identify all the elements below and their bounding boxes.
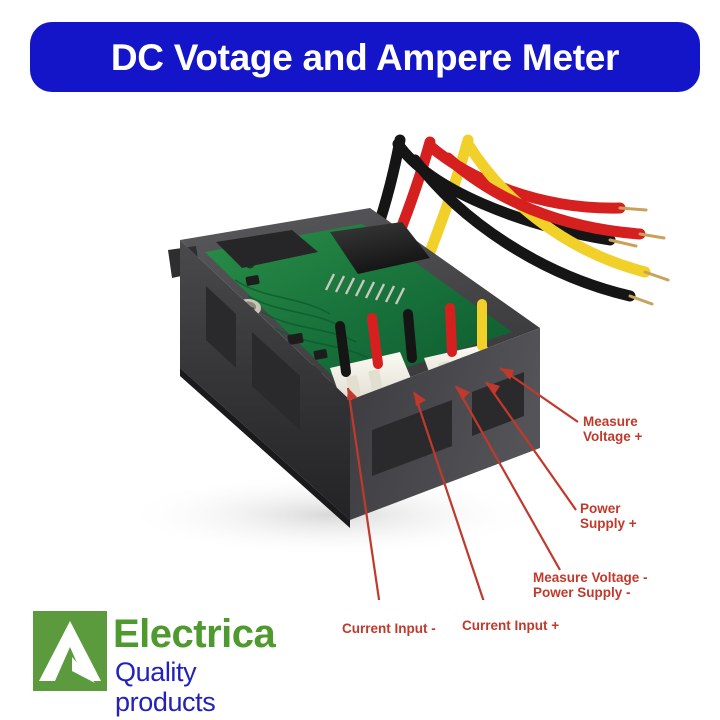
callout-line: Power Supply - (533, 585, 631, 600)
housing-front-recesses (206, 286, 300, 430)
ic-pins (324, 273, 406, 305)
callout-line: Voltage + (583, 429, 643, 444)
logo-tagline: Quality products (115, 657, 216, 717)
callout-line: Current Input + (462, 618, 560, 633)
housing-bottom-edge (180, 368, 350, 528)
callout-current-input-minus: Current Input - (342, 621, 436, 636)
callout-measure-voltage-plus: Measure Voltage + (583, 414, 642, 444)
callout-current-input-plus: Current Input + (462, 618, 559, 633)
housing-right-recesses (372, 372, 524, 476)
arrow-measure-voltage-plus (499, 367, 579, 423)
arrow-power-supply-plus (485, 381, 577, 511)
callout-line: Measure (583, 414, 638, 429)
product-photo-svg (120, 134, 670, 621)
callout-arrows (346, 367, 579, 621)
callout-line: Supply + (580, 516, 637, 531)
wire-black-fan-2 (409, 154, 636, 302)
connector-wire-stubs (335, 299, 487, 377)
page-title: DC Votage and Ampere Meter (110, 36, 620, 78)
pcb-board (205, 224, 512, 388)
wire-stripped-tips (608, 206, 670, 306)
drop-shadow (120, 473, 540, 557)
logo-a-glyph-icon (39, 621, 101, 683)
callout-line: Power (580, 501, 621, 516)
logo-a-mark-icon (33, 611, 107, 691)
callout-measure-voltage-minus-power-supply-minus: Measure Voltage - Power Supply - (533, 570, 648, 600)
logo-brand-name: Electrica (113, 612, 276, 656)
arrow-current-input-minus (346, 387, 384, 621)
wire-red-fan-2 (442, 152, 646, 240)
callout-power-supply-plus: Power Supply + (580, 501, 637, 531)
wire-yellow-fan (462, 138, 651, 278)
brand-logo: Electrica Quality products (33, 611, 303, 717)
display-module-back (216, 230, 318, 268)
title-banner: DC Votage and Ampere Meter (30, 22, 700, 92)
arrow-measure-voltage-minus (455, 385, 561, 571)
callout-line: Measure Voltage - (533, 570, 648, 585)
product-photo: Measure Voltage + Power Supply + Measure… (0, 100, 720, 636)
callout-line: Current Input - (342, 621, 436, 636)
ic-chip (330, 222, 430, 274)
arrow-current-input-plus (412, 391, 492, 621)
meter-housing (168, 208, 540, 528)
